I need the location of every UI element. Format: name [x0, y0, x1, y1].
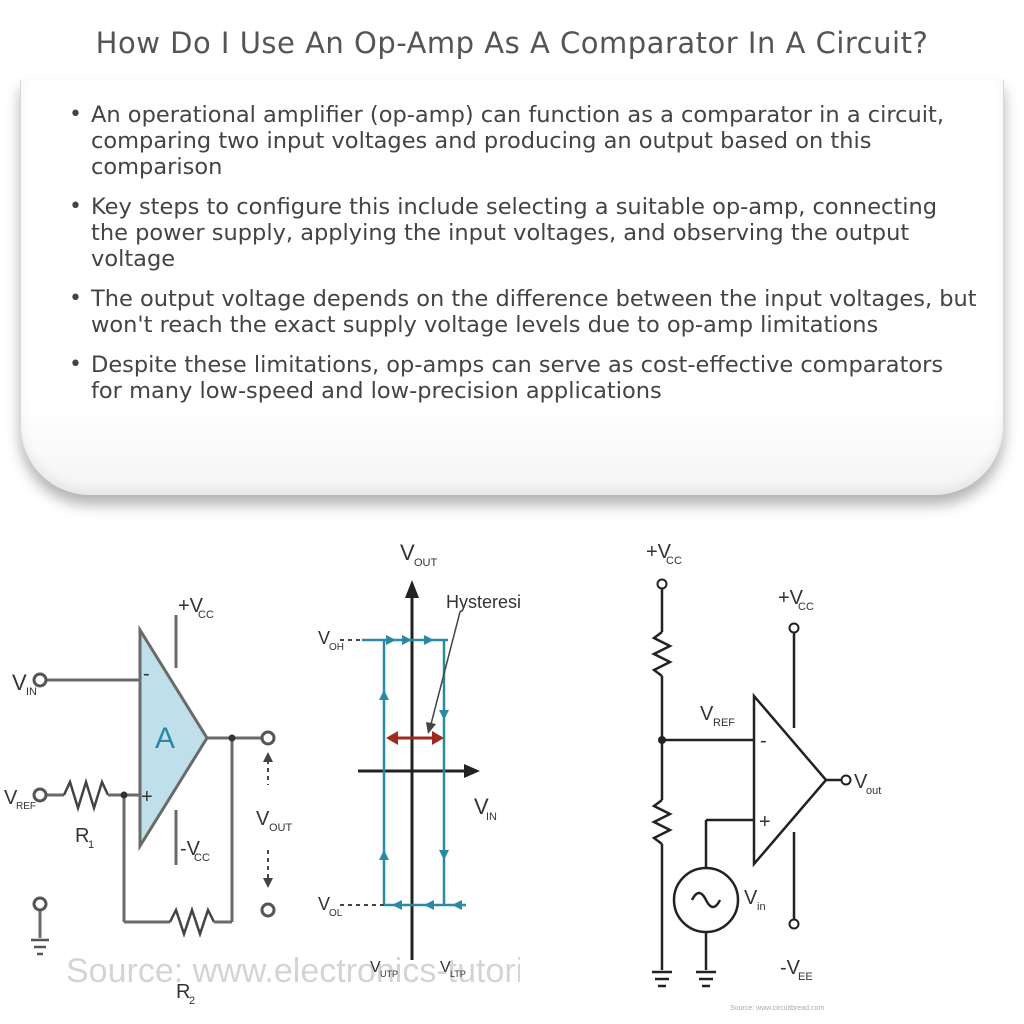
vout-axis-label: V: [400, 540, 415, 565]
ground-terminal: [32, 896, 48, 912]
summary-bullet-text: The output voltage depends on the differ…: [91, 286, 977, 338]
summary-bullet: •Despite these limitations, op-amps can …: [69, 352, 944, 404]
vltp-label: V: [440, 959, 451, 976]
vout-axis-label-sub: OUT: [414, 557, 438, 569]
watermark-layer: Source: www.electronics-tutorials.ws: [66, 952, 520, 990]
ground-icon: [652, 970, 672, 988]
vcc-top-label-sub: CC: [666, 555, 682, 567]
vol-label: V: [318, 894, 330, 914]
inverting-input-sign: -: [143, 663, 150, 685]
summary-list: •An operational amplifier (op-amp) can f…: [21, 80, 1003, 404]
amp-label: A: [155, 722, 175, 755]
vee-label-sub: EE: [798, 971, 813, 983]
vref-label-sub: REF: [713, 717, 735, 729]
vcc-right-label: +V: [778, 587, 804, 609]
noninverting-input-sign: +: [141, 786, 153, 808]
ground-icon: [696, 970, 716, 988]
vout-terminal: [840, 774, 852, 786]
vcc-neg-label: -V: [180, 838, 201, 860]
divider-comparator-figure: +V CC +V CC V REF - + V out V in -V EE S…: [646, 541, 881, 1012]
vref-label: V: [700, 703, 714, 725]
vee-terminal: [788, 918, 800, 930]
vref-label-sub: REF: [16, 801, 36, 812]
vin-axis-arrow-icon: [464, 764, 480, 778]
vltp-label-sub: LTP: [450, 969, 466, 979]
vout-label-sub: out: [866, 785, 881, 797]
summary-bullet-text: Key steps to configure this include sele…: [91, 194, 938, 272]
vutp-label: V: [370, 959, 381, 976]
vout-terminal-top: [260, 730, 276, 746]
vcc-pos-label: +V: [178, 595, 204, 617]
vcc-neg-label-sub: CC: [194, 852, 210, 864]
summary-card: •An operational amplifier (op-amp) can f…: [20, 80, 1004, 495]
noninverting-input-sign: +: [759, 811, 771, 833]
voh-label: V: [318, 628, 330, 648]
source-credit: Source: www.circuitbread.com: [730, 1005, 824, 1012]
vin-axis-label-sub: IN: [486, 811, 497, 823]
r1-label: R: [75, 825, 89, 847]
vee-label: -V: [780, 957, 801, 979]
vin-terminal: [32, 672, 48, 688]
vol-label-sub: OL: [329, 908, 343, 919]
r2-label: R: [176, 981, 190, 1003]
vutp-label-sub: UTP: [380, 969, 398, 979]
summary-bullet: •An operational amplifier (op-amp) can f…: [69, 102, 945, 180]
summary-bullet: •Key steps to configure this include sel…: [69, 194, 938, 272]
hysteresis-graph-figure: V OUT Hysteresis V OH V OL V IN V UTP V …: [318, 540, 520, 979]
r1-label-sub: 1: [88, 839, 94, 851]
vout-label: V: [256, 808, 270, 830]
vout-label: V: [854, 771, 868, 793]
vin-axis-label: V: [474, 794, 489, 819]
figures-panel: V IN V REF R 1 R 2 +V CC -V CC A - + V O…: [0, 520, 1024, 1024]
vcc-pos-label-sub: CC: [198, 609, 214, 621]
vcc-right-label-sub: CC: [798, 601, 814, 613]
vin-label-sub: IN: [26, 686, 37, 698]
vref-terminal: [32, 787, 48, 803]
comparator-triangle: [752, 692, 828, 868]
ground-icon: [31, 938, 49, 956]
inverting-input-sign: -: [760, 730, 767, 752]
vcc-top-label: +V: [646, 541, 672, 563]
vin-label: V: [12, 670, 27, 695]
vcc-top-terminal: [656, 578, 668, 590]
summary-bullet: •The output voltage depends on the diffe…: [69, 286, 977, 338]
vout-terminal-bottom: [260, 902, 276, 918]
vout-axis-arrow-icon: [405, 580, 419, 598]
vin-label-sub: in: [757, 901, 766, 913]
summary-bullet-text: Despite these limitations, op-amps can s…: [91, 352, 944, 404]
hysteresis-label: Hysteresis: [446, 592, 520, 612]
source-watermark: Source: www.electronics-tutorials.ws: [66, 952, 520, 990]
summary-bullet-text: An operational amplifier (op-amp) can fu…: [91, 102, 945, 180]
voh-label-sub: OH: [329, 642, 344, 653]
page-title: How Do I Use An Op-Amp As A Comparator I…: [95, 26, 929, 60]
vref-label: V: [4, 787, 18, 809]
r2-label-sub: 2: [189, 995, 195, 1007]
opamp-schematic-figure: V IN V REF R 1 R 2 +V CC -V CC A - + V O…: [4, 595, 293, 1007]
vcc-right-terminal: [788, 622, 800, 634]
vout-label-sub: OUT: [269, 822, 293, 834]
vin-label: V: [744, 887, 758, 909]
opamp-triangle: [138, 624, 209, 852]
